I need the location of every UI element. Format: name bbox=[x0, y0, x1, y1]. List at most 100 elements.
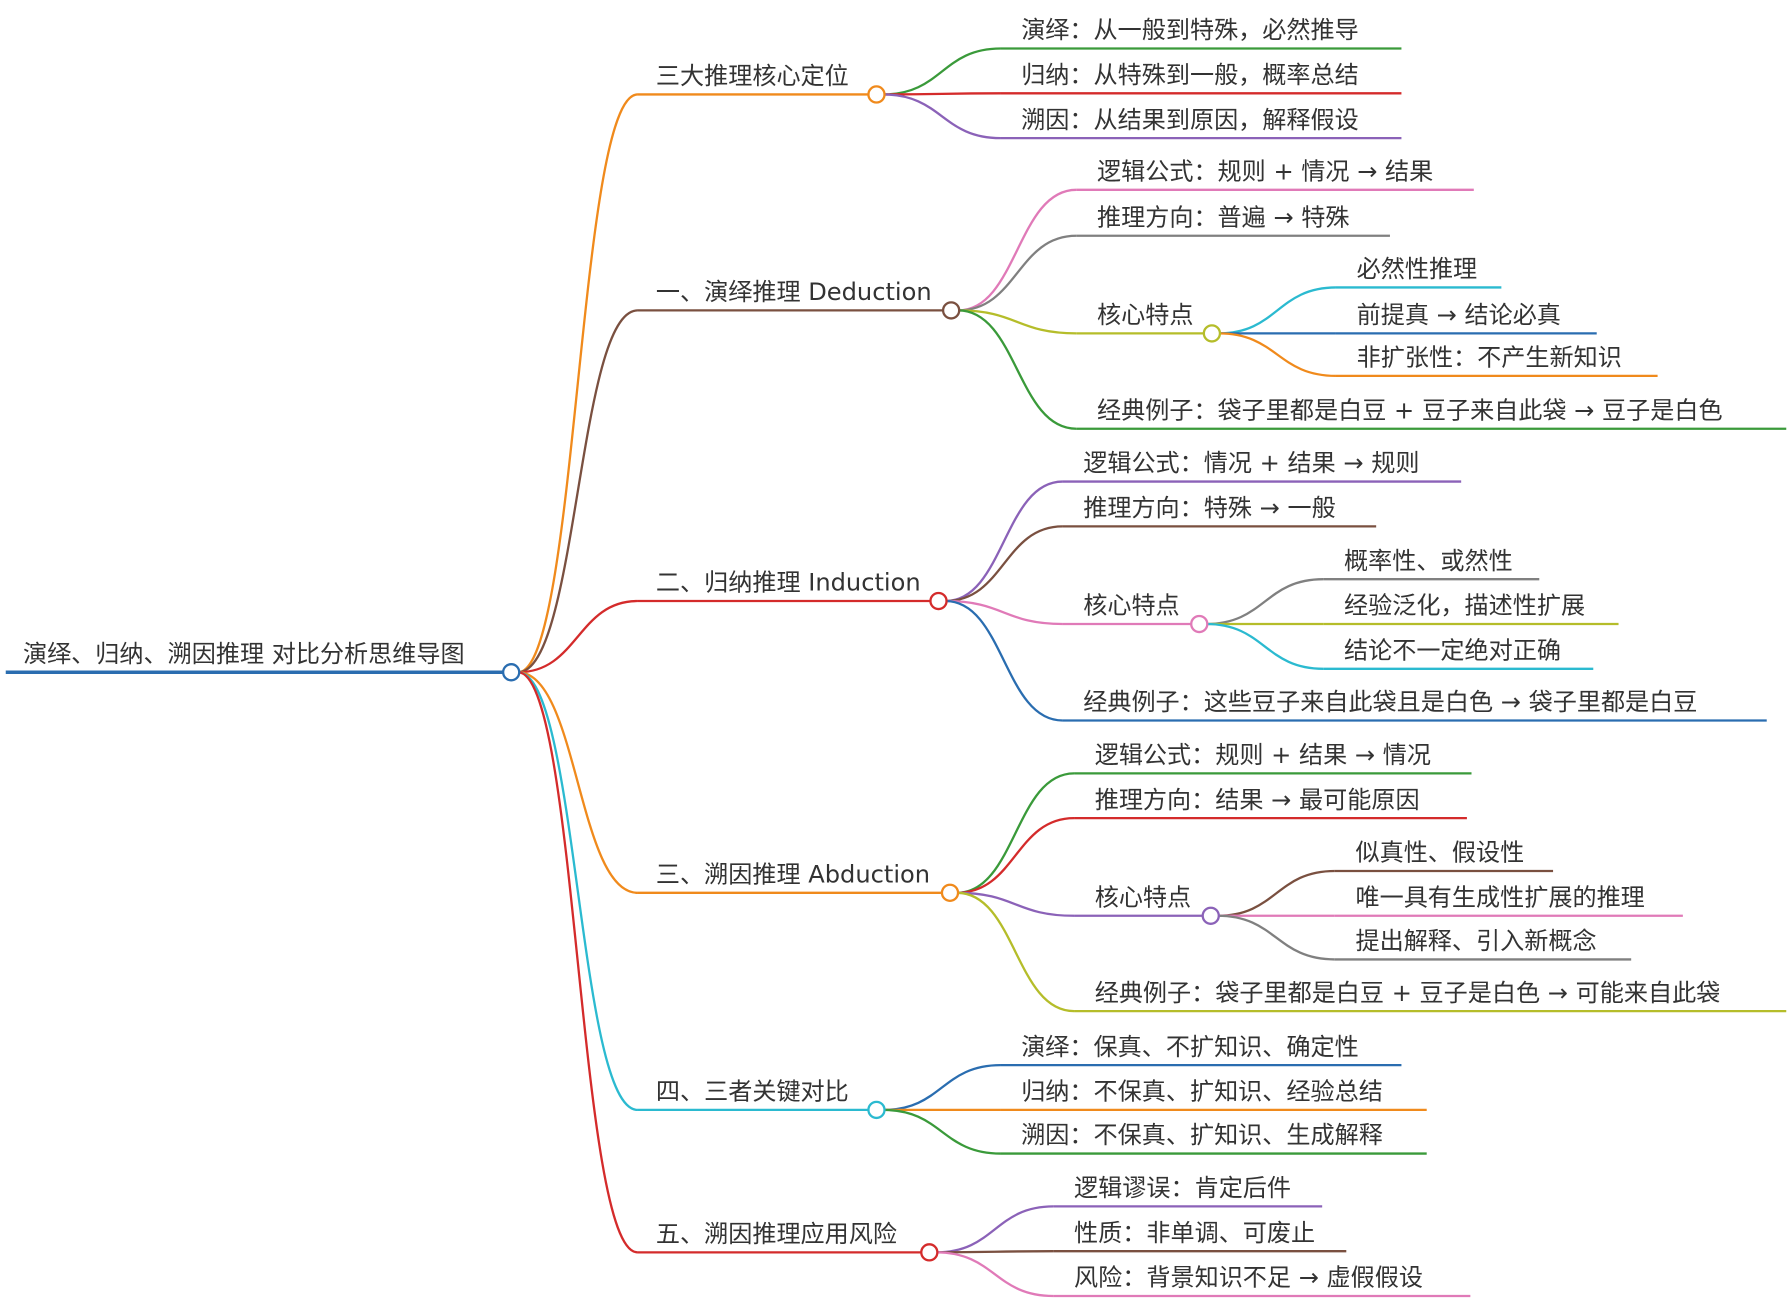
child-connector bbox=[945, 525, 1063, 603]
branch-node-label: 一、演绎推理 Deduction bbox=[656, 278, 932, 306]
leaf-node-label: 溯因：从结果到原因，解释假设 bbox=[1021, 106, 1359, 134]
expand-collapse-toggle[interactable] bbox=[941, 301, 961, 320]
leaf-node-label: 性质：非单调、可废止 bbox=[1074, 1219, 1315, 1247]
child-connector bbox=[958, 309, 1077, 430]
connector-layer bbox=[517, 47, 1336, 1298]
leaf-node[interactable]: 逻辑谬误：肯定后件 bbox=[1053, 1174, 1323, 1208]
leaf-node[interactable]: 经典例子：袋子里都是白豆 + 豆子是白色 → 可能来自此袋 bbox=[1074, 979, 1787, 1013]
sub-branch-node[interactable]: 核心特点 bbox=[1062, 592, 1209, 634]
leaf-node-label: 经典例子：袋子里都是白豆 + 豆子来自此袋 → 豆子是白色 bbox=[1097, 396, 1723, 424]
grandchild-connector bbox=[1218, 332, 1336, 378]
expand-collapse-toggle[interactable] bbox=[867, 85, 886, 104]
leaf-node[interactable]: 经验泛化，描述性扩展 bbox=[1323, 592, 1619, 626]
expand-collapse-toggle[interactable] bbox=[940, 883, 960, 902]
branch-node[interactable]: 三大推理核心定位 bbox=[637, 62, 886, 104]
leaf-node-label: 演绎：从一般到特殊，必然推导 bbox=[1021, 16, 1359, 44]
leaf-node-label: 归纳：从特殊到一般，概率总结 bbox=[1021, 61, 1359, 89]
leaf-node-label: 提出解释、引入新概念 bbox=[1355, 927, 1596, 955]
root-node[interactable]: 演绎、归纳、溯因推理 对比分析思维导图 bbox=[5, 640, 521, 682]
child-connector bbox=[958, 234, 1077, 312]
leaf-node[interactable]: 经典例子：这些豆子来自此袋且是白色 → 袋子里都是白豆 bbox=[1062, 688, 1767, 722]
expand-collapse-toggle[interactable] bbox=[867, 1100, 886, 1120]
branch-node-label: 四、三者关键对比 bbox=[656, 1078, 849, 1106]
sub-branch-node[interactable]: 核心特点 bbox=[1074, 883, 1220, 925]
leaf-node[interactable]: 必然性推理 bbox=[1335, 255, 1502, 289]
leaf-node[interactable]: 非扩张性：不产生新知识 bbox=[1335, 344, 1658, 378]
leaf-node[interactable]: 归纳：从特殊到一般，概率总结 bbox=[1000, 61, 1402, 95]
branch-connector bbox=[517, 93, 638, 674]
leaf-node[interactable]: 经典例子：袋子里都是白豆 + 豆子来自此袋 → 豆子是白色 bbox=[1076, 396, 1787, 430]
child-connector bbox=[956, 772, 1075, 894]
leaf-node-label: 风险：背景知识不足 → 虚假假设 bbox=[1074, 1264, 1423, 1292]
leaf-node-label: 经典例子：袋子里都是白豆 + 豆子是白色 → 可能来自此袋 bbox=[1095, 979, 1721, 1007]
leaf-node[interactable]: 唯一具有生成性扩展的推理 bbox=[1334, 883, 1683, 917]
branch-node-label: 三大推理核心定位 bbox=[656, 62, 849, 90]
grandchild-connector bbox=[1218, 286, 1336, 335]
child-connector bbox=[945, 599, 1063, 722]
child-connector bbox=[883, 1063, 1001, 1112]
leaf-node[interactable]: 演绎：从一般到特殊，必然推导 bbox=[1000, 16, 1402, 50]
child-connector bbox=[883, 1108, 1001, 1155]
leaf-node[interactable]: 逻辑公式：情况 + 结果 → 规则 bbox=[1062, 449, 1462, 483]
leaf-node-label: 溯因：不保真、扩知识、生成解释 bbox=[1021, 1121, 1383, 1149]
sub-branch-node-label: 核心特点 bbox=[1095, 883, 1191, 911]
grandchild-connector bbox=[1206, 578, 1324, 626]
child-connector bbox=[936, 1251, 1054, 1298]
child-connector bbox=[883, 93, 1001, 140]
leaf-node[interactable]: 推理方向：特殊 → 一般 bbox=[1062, 494, 1377, 528]
branch-node[interactable]: 三、溯因推理 Abduction bbox=[637, 860, 960, 902]
leaf-node-label: 概率性、或然性 bbox=[1344, 547, 1513, 575]
leaf-node[interactable]: 概率性、或然性 bbox=[1323, 547, 1540, 581]
branch-connector bbox=[518, 599, 638, 674]
node-layer: 演绎、归纳、溯因推理 对比分析思维导图 三大推理核心定位 演绎：从一般到特殊，必然推… bbox=[5, 16, 1787, 1298]
leaf-node[interactable]: 溯因：不保真、扩知识、生成解释 bbox=[1000, 1121, 1427, 1155]
branch-connector bbox=[517, 671, 638, 1254]
expand-collapse-toggle[interactable] bbox=[1190, 614, 1209, 634]
leaf-node[interactable]: 溯因：从结果到原因，解释假设 bbox=[1000, 106, 1402, 140]
sub-branch-node[interactable]: 核心特点 bbox=[1076, 301, 1222, 343]
expand-collapse-toggle[interactable] bbox=[920, 1243, 939, 1262]
leaf-node-label: 演绎：保真、不扩知识、确定性 bbox=[1021, 1033, 1359, 1061]
leaf-node[interactable]: 推理方向：结果 → 最可能原因 bbox=[1074, 786, 1467, 820]
expand-collapse-toggle[interactable] bbox=[929, 591, 948, 611]
sub-branch-node-label: 核心特点 bbox=[1083, 592, 1179, 620]
leaf-node[interactable]: 风险：背景知识不足 → 虚假假设 bbox=[1053, 1264, 1471, 1298]
leaf-node-label: 必然性推理 bbox=[1357, 255, 1478, 283]
leaf-node-label: 推理方向：结果 → 最可能原因 bbox=[1095, 786, 1420, 814]
leaf-node[interactable]: 似真性、假设性 bbox=[1334, 839, 1554, 873]
expand-collapse-toggle[interactable] bbox=[1201, 906, 1220, 925]
child-connector bbox=[936, 1205, 1054, 1254]
leaf-node[interactable]: 结论不一定绝对正确 bbox=[1323, 636, 1594, 670]
grandchild-connector bbox=[1206, 622, 1324, 670]
child-connector bbox=[958, 188, 1077, 312]
leaf-node-label: 似真性、假设性 bbox=[1355, 839, 1524, 867]
leaf-node[interactable]: 性质：非单调、可废止 bbox=[1053, 1219, 1347, 1253]
leaf-node[interactable]: 逻辑公式：规则 + 情况 → 结果 bbox=[1076, 157, 1474, 191]
root-node-label: 演绎、归纳、溯因推理 对比分析思维导图 bbox=[23, 640, 465, 668]
branch-node[interactable]: 一、演绎推理 Deduction bbox=[637, 278, 961, 320]
branch-node[interactable]: 四、三者关键对比 bbox=[637, 1078, 886, 1120]
leaf-node[interactable]: 演绎：保真、不扩知识、确定性 bbox=[1000, 1033, 1402, 1067]
leaf-node-label: 经验泛化，描述性扩展 bbox=[1344, 592, 1585, 620]
child-connector bbox=[958, 309, 1077, 335]
branch-node-label: 二、归纳推理 Induction bbox=[656, 569, 921, 597]
leaf-node[interactable]: 逻辑公式：规则 + 结果 → 情况 bbox=[1074, 741, 1472, 775]
expand-collapse-toggle[interactable] bbox=[1202, 324, 1222, 343]
leaf-node[interactable]: 提出解释、引入新概念 bbox=[1334, 927, 1632, 961]
child-connector bbox=[945, 480, 1063, 603]
expand-collapse-toggle[interactable] bbox=[501, 663, 521, 682]
leaf-node[interactable]: 前提真 → 结论必真 bbox=[1335, 301, 1597, 335]
grandchild-connector bbox=[1217, 869, 1335, 917]
child-connector bbox=[883, 92, 1001, 96]
branch-node[interactable]: 二、归纳推理 Induction bbox=[637, 569, 948, 611]
branch-node[interactable]: 五、溯因推理应用风险 bbox=[637, 1220, 939, 1262]
leaf-node-label: 逻辑公式：规则 + 情况 → 结果 bbox=[1097, 157, 1433, 185]
leaf-node[interactable]: 归纳：不保真、扩知识、经验总结 bbox=[1000, 1078, 1427, 1112]
leaf-node-label: 结论不一定绝对正确 bbox=[1344, 636, 1561, 664]
leaf-node-label: 逻辑谬误：肯定后件 bbox=[1074, 1174, 1291, 1202]
leaf-node-label: 唯一具有生成性扩展的推理 bbox=[1355, 883, 1644, 911]
leaf-node[interactable]: 推理方向：普遍 → 特殊 bbox=[1076, 203, 1390, 237]
branch-node-label: 五、溯因推理应用风险 bbox=[656, 1220, 897, 1248]
leaf-node-label: 推理方向：普遍 → 特殊 bbox=[1097, 203, 1350, 231]
